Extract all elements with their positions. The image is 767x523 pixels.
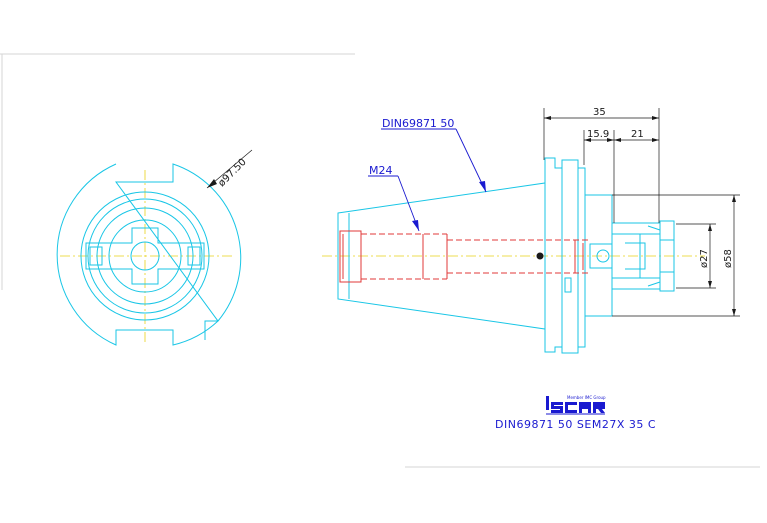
thread-callout-label: M24 xyxy=(369,164,393,177)
cross-keyway xyxy=(85,227,205,285)
taper-callout: DIN69871 50 xyxy=(381,117,487,193)
clamping-nose xyxy=(659,220,675,292)
front-view: ø97.50 xyxy=(56,149,253,346)
brand-logo: Member IMC Group xyxy=(546,395,606,415)
overall-length-label: 35 xyxy=(593,107,606,118)
body-diameter-label: ø58 xyxy=(723,249,734,268)
taper-shank xyxy=(337,182,546,330)
offset-length-label: 21 xyxy=(631,129,644,140)
taper-callout-label: DIN69871 50 xyxy=(382,117,454,130)
gauge-length-label: 15.9 xyxy=(587,129,609,140)
holder-body xyxy=(585,194,613,317)
flange-profile xyxy=(544,157,586,354)
bore-diameter-label: ø27 xyxy=(699,249,710,268)
internal-bore xyxy=(339,230,362,283)
sheet-frame xyxy=(0,53,760,468)
logo-tagline: Member IMC Group xyxy=(567,395,606,400)
flange-outline xyxy=(56,163,242,346)
diameter-dimensions: ø27 ø58 xyxy=(612,194,740,317)
side-view: DIN69871 50 M24 35 15.9 xyxy=(322,107,740,354)
part-caption: DIN69871 50 SEM27X 35 C xyxy=(495,418,656,431)
clamping-screw xyxy=(589,243,613,269)
iscar-logo-icon xyxy=(546,396,605,413)
length-dimensions: 35 15.9 21 xyxy=(543,107,660,223)
center-mark xyxy=(536,252,544,260)
flange-diameter-label: ø97.50 xyxy=(216,157,248,189)
thread-callout: M24 xyxy=(368,164,420,232)
